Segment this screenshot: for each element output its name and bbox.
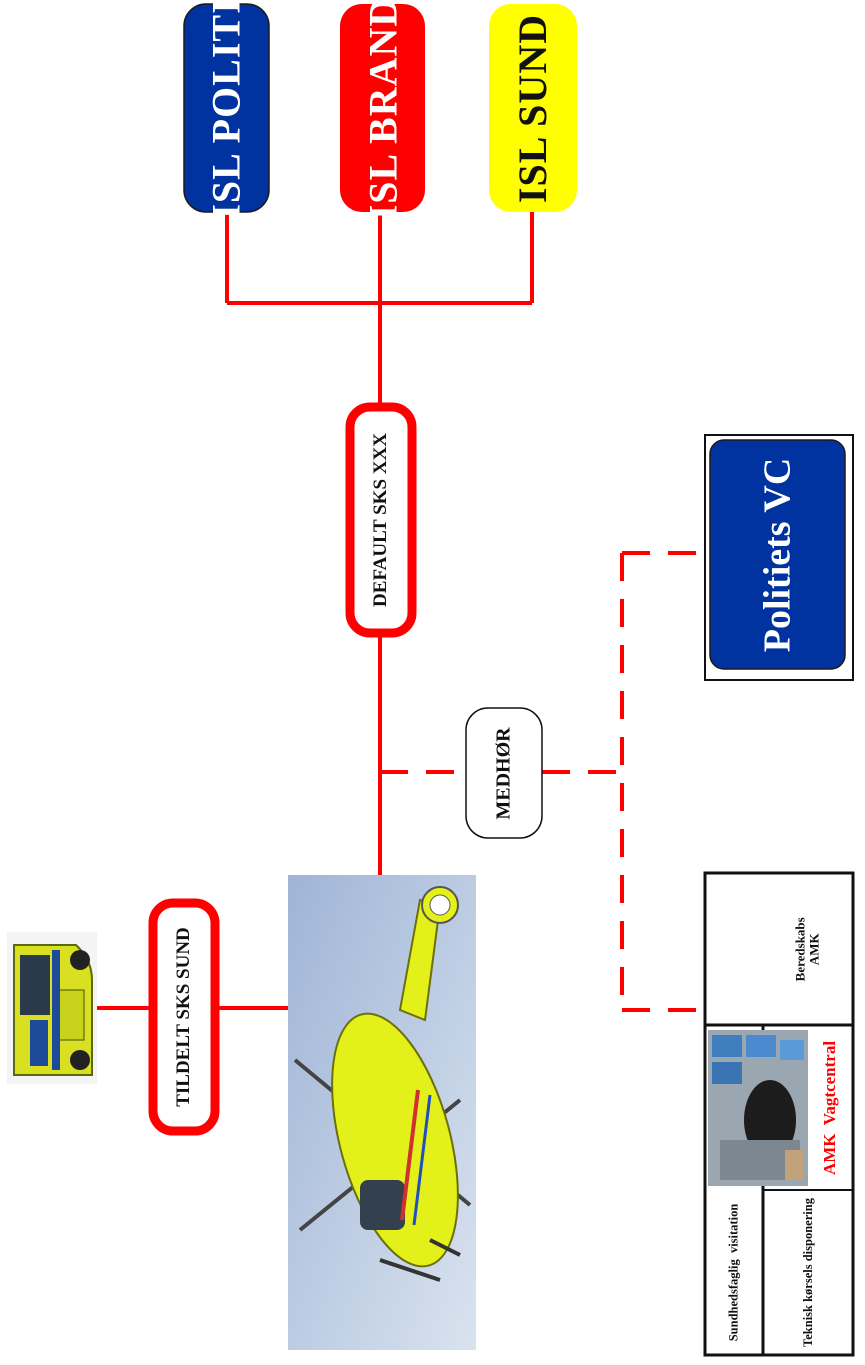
isl-brand-label: ISL BRAND (360, 0, 406, 220)
helicopter-image (288, 875, 476, 1350)
isl-connectors (225, 212, 534, 403)
isl-sund-box (489, 4, 577, 212)
medhor-label: MEDHØR (492, 726, 515, 820)
isl-sund-label: ISL SUND (510, 13, 556, 203)
isl-politi-label: ISL POLITI (204, 0, 250, 220)
medhor-box (465, 707, 543, 839)
control-room-image (708, 1030, 808, 1186)
teknisk-label: Teknisk kørsels disponering (800, 1198, 815, 1347)
politiets-vc-box (709, 439, 846, 670)
default-sks-box (345, 402, 417, 638)
tildelt-sks-label: TILDELT SKS SUND (173, 927, 195, 1107)
sundhedsfaglig-label: Sundhedsfaglig visitation (726, 1203, 741, 1342)
politiets-vc-label: Politiets VC (756, 457, 799, 652)
beredskabs-amk-label: Beredskabs AMK (792, 916, 822, 982)
ambulance-image (7, 932, 97, 1084)
isl-brand-box (340, 4, 425, 212)
default-sks-label: DEFAULT SKS XXX (370, 433, 391, 607)
tildelt-sks-box (148, 898, 220, 1136)
isl-politi-box (183, 3, 270, 213)
amk-vagtcentral-label: AMK Vagtcentral (820, 1040, 840, 1176)
medhor-connectors (380, 551, 705, 1012)
